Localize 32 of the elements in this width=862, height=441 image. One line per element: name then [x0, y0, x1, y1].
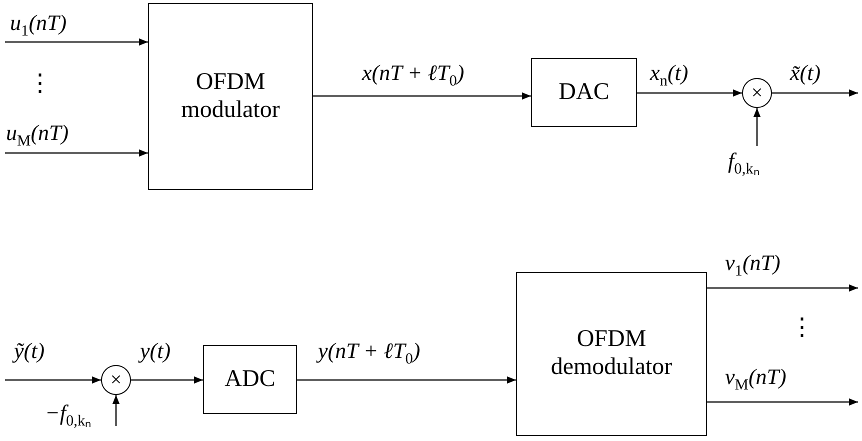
process-box: OFDM demodulator	[516, 272, 707, 436]
signal-label: v$_{1}$(nT)	[725, 252, 780, 279]
signal-label: −f$_{0,kₙ}$	[45, 402, 92, 429]
signal-label: y(nT + ℓT$_{0}$)	[318, 340, 420, 367]
signal-label: u$_{1}$(nT)	[10, 12, 67, 39]
signal-label: v$_{M}$(nT)	[725, 366, 786, 393]
process-box: DAC	[531, 58, 637, 127]
signal-label: u$_{M}$(nT)	[6, 122, 69, 149]
arrow	[5, 376, 101, 384]
signal-label: x(nT + ℓT$_{0}$)	[362, 62, 464, 89]
arrow	[5, 38, 148, 46]
mixer-circle: ×	[101, 365, 131, 395]
arrow	[313, 92, 531, 100]
arrow	[753, 108, 761, 146]
signal-label: x̃(t)	[790, 62, 821, 84]
ellipsis-mark: ⋮	[790, 316, 814, 340]
process-box: OFDM modulator	[148, 3, 313, 190]
arrow	[131, 376, 203, 384]
signal-label: y(t)	[140, 340, 171, 362]
arrow	[637, 89, 742, 97]
signal-label: ỹ(t)	[14, 340, 45, 362]
arrow	[707, 284, 858, 292]
signal-label: f$_{0,kₙ}$	[728, 150, 760, 177]
arrow	[5, 149, 148, 157]
arrow	[707, 398, 858, 406]
arrow	[112, 395, 120, 426]
signal-label: x$_{n}$(t)	[650, 62, 688, 89]
process-box: ADC	[203, 345, 297, 414]
ellipsis-mark: ⋮	[28, 72, 52, 96]
arrow	[772, 89, 858, 97]
mixer-circle: ×	[742, 78, 772, 108]
arrow	[297, 376, 516, 384]
